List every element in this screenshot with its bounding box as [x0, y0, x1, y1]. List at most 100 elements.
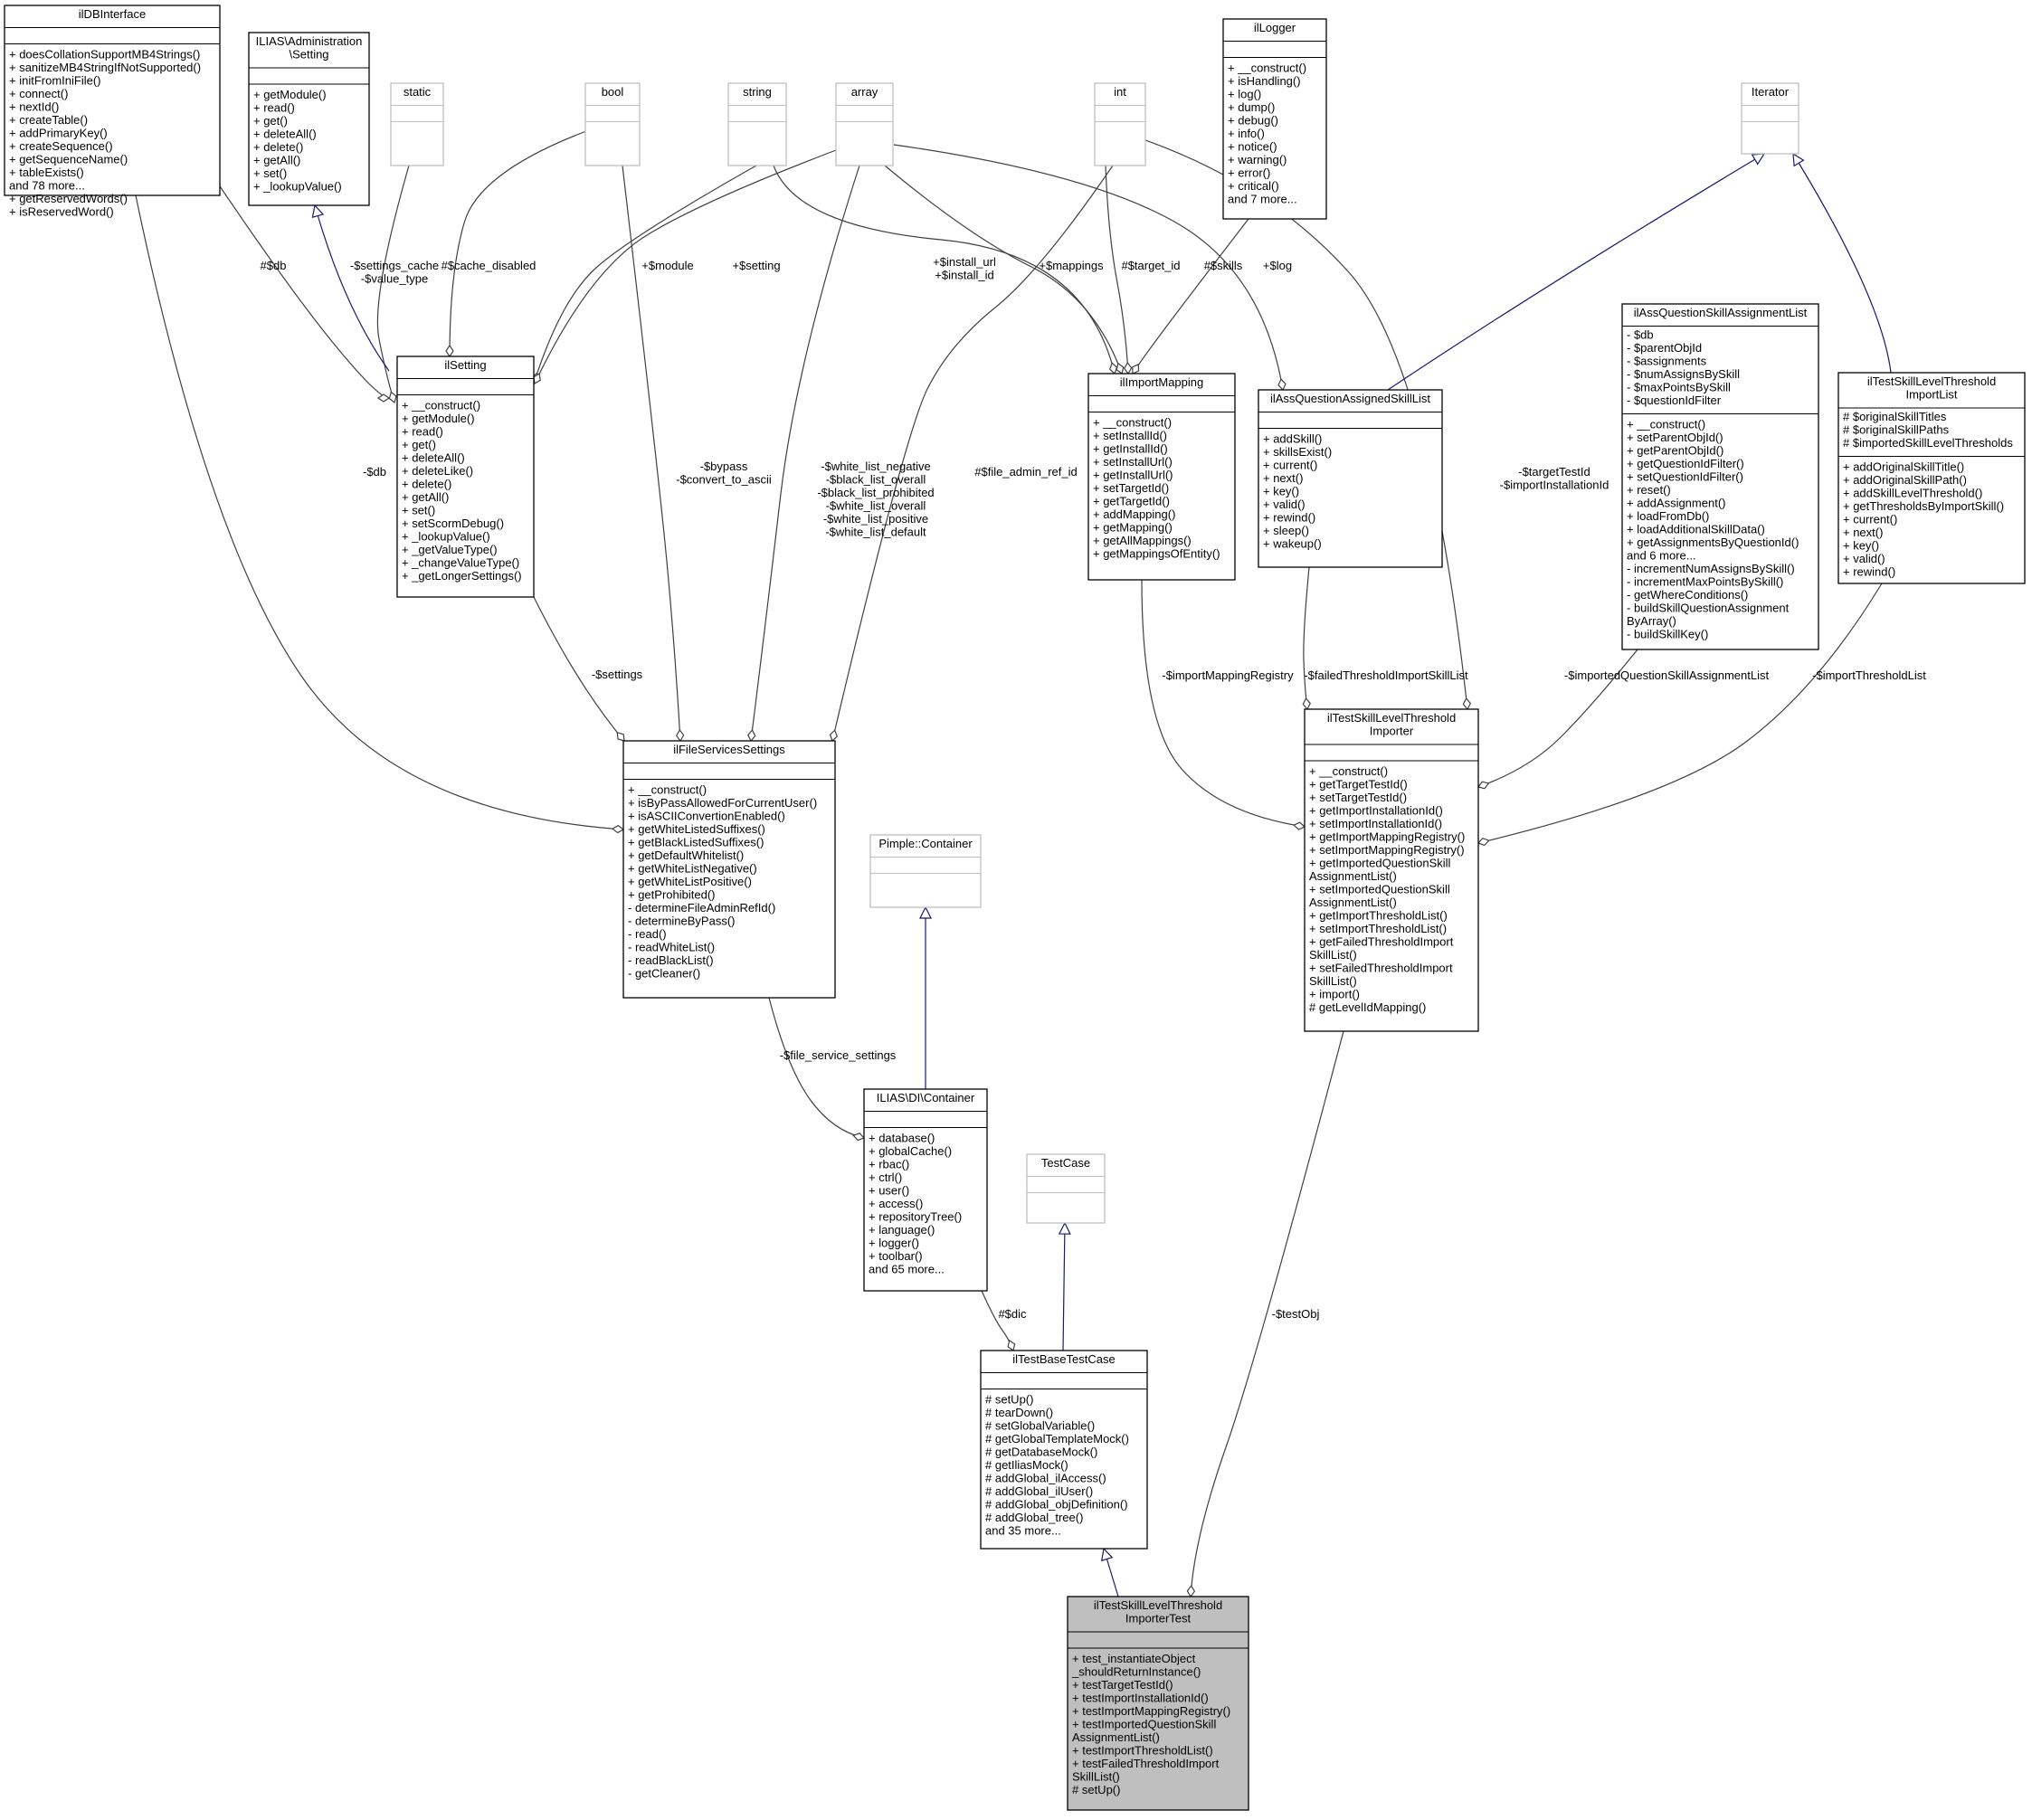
class-box-iterator[interactable]: Iterator: [1741, 82, 1799, 155]
association-edge-ildb-ilfss: [135, 194, 625, 834]
class-method: + info(): [1228, 127, 1265, 140]
class-attribute: # $originalSkillTitles: [1843, 410, 1947, 423]
edge-line: [893, 144, 1284, 391]
class-box-ilimportmapping[interactable]: ilImportMapping+ __construct()+ setInsta…: [1087, 373, 1236, 581]
class-method: + read(): [253, 101, 295, 115]
class-attribute: - $questionIdFilter: [1627, 393, 1722, 407]
class-box-ilassqasl[interactable]: ilAssQuestionAssignedSkillList+ addSkill…: [1258, 389, 1443, 568]
class-method: - incrementMaxPointsBySkill(): [1627, 575, 1783, 589]
class-method: + current(): [1843, 513, 1897, 526]
class-title: ilDBInterface: [79, 7, 146, 21]
class-method: + getImportThresholdList(): [1309, 909, 1448, 923]
class-box-ilias_di[interactable]: ILIAS\DI\Container+ database()+ globalCa…: [863, 1088, 988, 1292]
class-box-int[interactable]: int: [1094, 82, 1146, 166]
class-box-ilsetting[interactable]: ilSetting+ __construct()+ getModule()+ r…: [396, 355, 535, 598]
edge-line: [884, 165, 1123, 374]
class-title: array: [851, 85, 878, 99]
class-title: ImportList: [1905, 388, 1957, 402]
class-method: + setImportMappingRegistry(): [1309, 843, 1465, 857]
association-edge-ilassqsal-iltslti: [1477, 649, 1638, 790]
aggregation-diamond-icon: [1116, 362, 1125, 375]
class-method: SkillList(): [1309, 974, 1357, 988]
class-method: + getModule(): [402, 412, 475, 425]
class-title: ilTestSkillLevelThreshold: [1094, 1598, 1222, 1612]
class-box-illogger[interactable]: ilLogger+ __construct()+ isHandling()+ l…: [1222, 18, 1327, 220]
class-method: AssignmentList(): [1072, 1730, 1160, 1744]
class-method: # getGlobalTemplateMock(): [985, 1432, 1129, 1446]
class-method: + setTargetTestId(): [1309, 791, 1407, 804]
class-method: + reset(): [1627, 483, 1671, 497]
inheritance-edge-pimple-ilias_di: [919, 905, 932, 1089]
edge-label: #$db: [261, 259, 287, 272]
aggregation-diamond-icon: [1477, 838, 1490, 847]
class-method: + getWhiteListPositive(): [628, 875, 752, 888]
class-method: + __construct(): [402, 399, 480, 412]
class-box-static[interactable]: static: [390, 82, 444, 166]
edge-label: #$target_id: [1121, 259, 1180, 272]
class-title: ILIAS\Administration: [256, 34, 363, 48]
class-method: + language(): [869, 1223, 935, 1237]
class-box-ilfss[interactable]: ilFileServicesSettings+ __construct()+ i…: [622, 740, 836, 999]
aggregation-diamond-icon: [1132, 363, 1140, 374]
class-method: + wakeup(): [1263, 537, 1322, 551]
association-edge-bool-ilfss: [622, 165, 685, 743]
class-method: + getModule(): [253, 88, 327, 101]
class-box-bool[interactable]: bool: [584, 82, 641, 166]
class-method: SkillList(): [1072, 1770, 1120, 1784]
class-box-ildb[interactable]: ilDBInterface+ doesCollationSupportMB4St…: [4, 5, 221, 219]
class-method: + import(): [1309, 988, 1360, 1001]
class-method: + log(): [1228, 88, 1261, 101]
inheritance-arrow-icon: [1751, 153, 1766, 166]
class-method: - readWhiteList(): [628, 941, 715, 954]
edge-line: [449, 130, 587, 357]
inheritance-arrow-icon: [1100, 1547, 1114, 1562]
class-method: + rewind(): [1263, 511, 1315, 525]
edge-label: -$white_list_negative: [821, 460, 930, 473]
class-box-iladmin[interactable]: ILIAS\Administration\Setting+ getModule(…: [248, 32, 370, 206]
class-method: + addOriginalSkillTitle(): [1843, 460, 1964, 474]
class-box-frame: [248, 32, 370, 206]
class-method: + valid(): [1843, 552, 1885, 565]
class-box-frame: [869, 834, 982, 908]
association-edge-array-ilfss: [747, 165, 860, 743]
class-method: + _lookupValue(): [402, 530, 490, 544]
class-box-string[interactable]: string: [727, 82, 787, 166]
class-method: + next(): [1263, 471, 1303, 485]
class-method: + critical(): [1228, 179, 1279, 193]
aggregation-diamond-icon: [1186, 1584, 1196, 1598]
edge-label: -$white_list_default: [825, 526, 926, 539]
edge-label: #$skills: [1204, 259, 1243, 272]
edge-line: [1141, 579, 1306, 828]
class-box-iltbtc[interactable]: ilTestBaseTestCase# setUp()# tearDown()#…: [980, 1350, 1148, 1550]
class-method: - incrementNumAssignsBySkill(): [1627, 562, 1795, 575]
class-box-frame: [1741, 82, 1799, 155]
association-edge-int-ilimportmapping: [1105, 165, 1133, 375]
class-method: + toolbar(): [869, 1249, 923, 1263]
edge-line: [533, 165, 757, 384]
class-method: + setScormDebug(): [402, 517, 504, 530]
class-box-ilassqsal[interactable]: ilAssQuestionSkillAssignmentList- $db- $…: [1621, 303, 1819, 650]
class-method: + read(): [402, 425, 443, 439]
edge-line: [314, 204, 390, 372]
class-title: TestCase: [1041, 1156, 1090, 1170]
aggregation-diamond-icon: [1293, 821, 1306, 830]
class-box-frame: [1304, 708, 1479, 1032]
class-box-array[interactable]: array: [835, 82, 894, 166]
class-box-pimple[interactable]: Pimple::Container: [869, 834, 982, 908]
class-method: + setTargetId(): [1093, 481, 1169, 495]
class-box-frame: [1094, 82, 1146, 166]
class-method: + __construct(): [1627, 418, 1705, 431]
class-method: - determineFileAdminRefId(): [628, 901, 775, 915]
class-method: # addGlobal_tree(): [985, 1511, 1083, 1524]
association-edge-ilassqasl-iltslti: [1302, 566, 1311, 711]
class-title: ILIAS\DI\Container: [877, 1091, 975, 1104]
class-method: + notice(): [1228, 140, 1277, 154]
class-method: + user(): [869, 1184, 909, 1198]
edge-line: [981, 1290, 1014, 1351]
class-method: # addGlobal_ilUser(): [985, 1484, 1093, 1498]
class-box-testcase[interactable]: TestCase: [1026, 1153, 1106, 1224]
class-title: Iterator: [1752, 85, 1790, 99]
